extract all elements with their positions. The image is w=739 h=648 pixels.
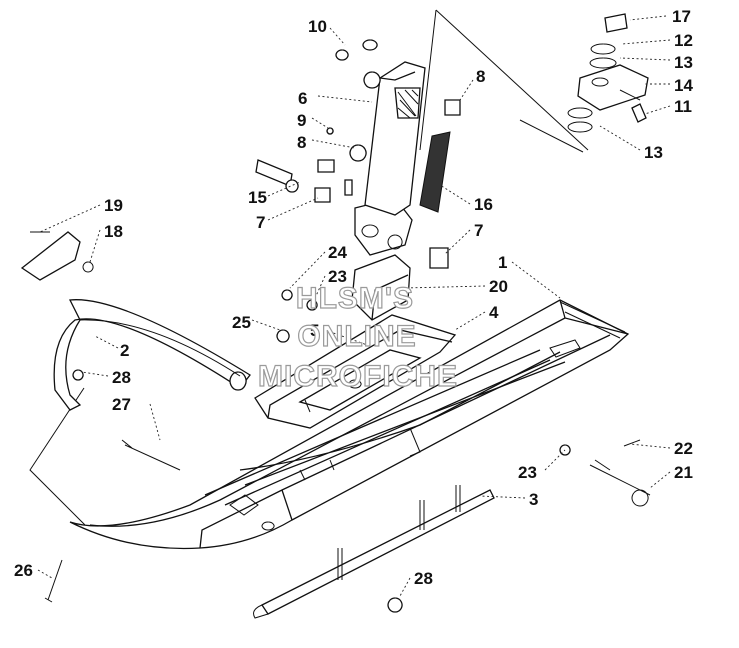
callout-11: 11 [674, 97, 692, 116]
watermark-line-2: ONLINE [297, 320, 416, 353]
assembly-boundary-line-2 [419, 9, 584, 153]
callout-10: 10 [308, 17, 327, 36]
callout-8-top: 8 [476, 67, 485, 86]
callout-26: 26 [14, 561, 33, 580]
callout-2: 2 [120, 341, 129, 360]
callout-27: 27 [112, 395, 131, 414]
assembly-boundary-line [435, 9, 589, 151]
watermark: HLSM'S ONLINE MICROFICHE [257, 281, 458, 393]
callout-23-top: 23 [328, 267, 347, 286]
callout-12: 12 [674, 31, 693, 50]
leader-lines [37, 15, 671, 597]
wear-bar [253, 485, 495, 619]
callout-3: 3 [529, 490, 538, 509]
callout-28-left: 28 [112, 368, 131, 387]
ski-loop-handle [53, 299, 251, 411]
callout-9: 9 [297, 111, 306, 130]
callout-13-top: 13 [674, 53, 693, 72]
callout-22: 22 [674, 439, 693, 458]
callout-15: 15 [248, 188, 267, 207]
callout-6: 6 [298, 89, 307, 108]
callout-4: 4 [489, 303, 499, 322]
spindle-tube [344, 61, 451, 216]
callout-25: 25 [232, 313, 251, 332]
callout-labels: 10 17 12 13 14 11 13 6 8 9 8 15 7 16 7 1… [14, 7, 693, 588]
callout-24: 24 [328, 243, 347, 262]
callout-19: 19 [104, 196, 123, 215]
callout-17: 17 [672, 7, 691, 26]
bumper-boundary-line [29, 387, 86, 526]
callout-21: 21 [674, 463, 693, 482]
callout-28-bottom: 28 [414, 569, 433, 588]
callout-7-left: 7 [256, 213, 265, 232]
hardware [44, 289, 651, 613]
bushings [255, 39, 461, 269]
callout-14: 14 [674, 76, 693, 95]
callout-1: 1 [498, 253, 507, 272]
callout-7-right: 7 [474, 221, 483, 240]
bracket [20, 231, 94, 281]
steering-arm-assembly [567, 13, 649, 133]
callout-16: 16 [474, 195, 493, 214]
callout-20: 20 [489, 277, 508, 296]
callout-23-bottom: 23 [518, 463, 537, 482]
callout-5: 5 [310, 321, 319, 340]
callout-8-mid: 8 [297, 133, 306, 152]
watermark-line-1: HLSM'S [296, 282, 414, 315]
ski-saddle [254, 314, 457, 429]
callout-18: 18 [104, 222, 123, 241]
callout-13-bottom: 13 [644, 143, 663, 162]
watermark-line-3: MICROFICHE [258, 360, 458, 393]
ski-body [69, 299, 630, 550]
